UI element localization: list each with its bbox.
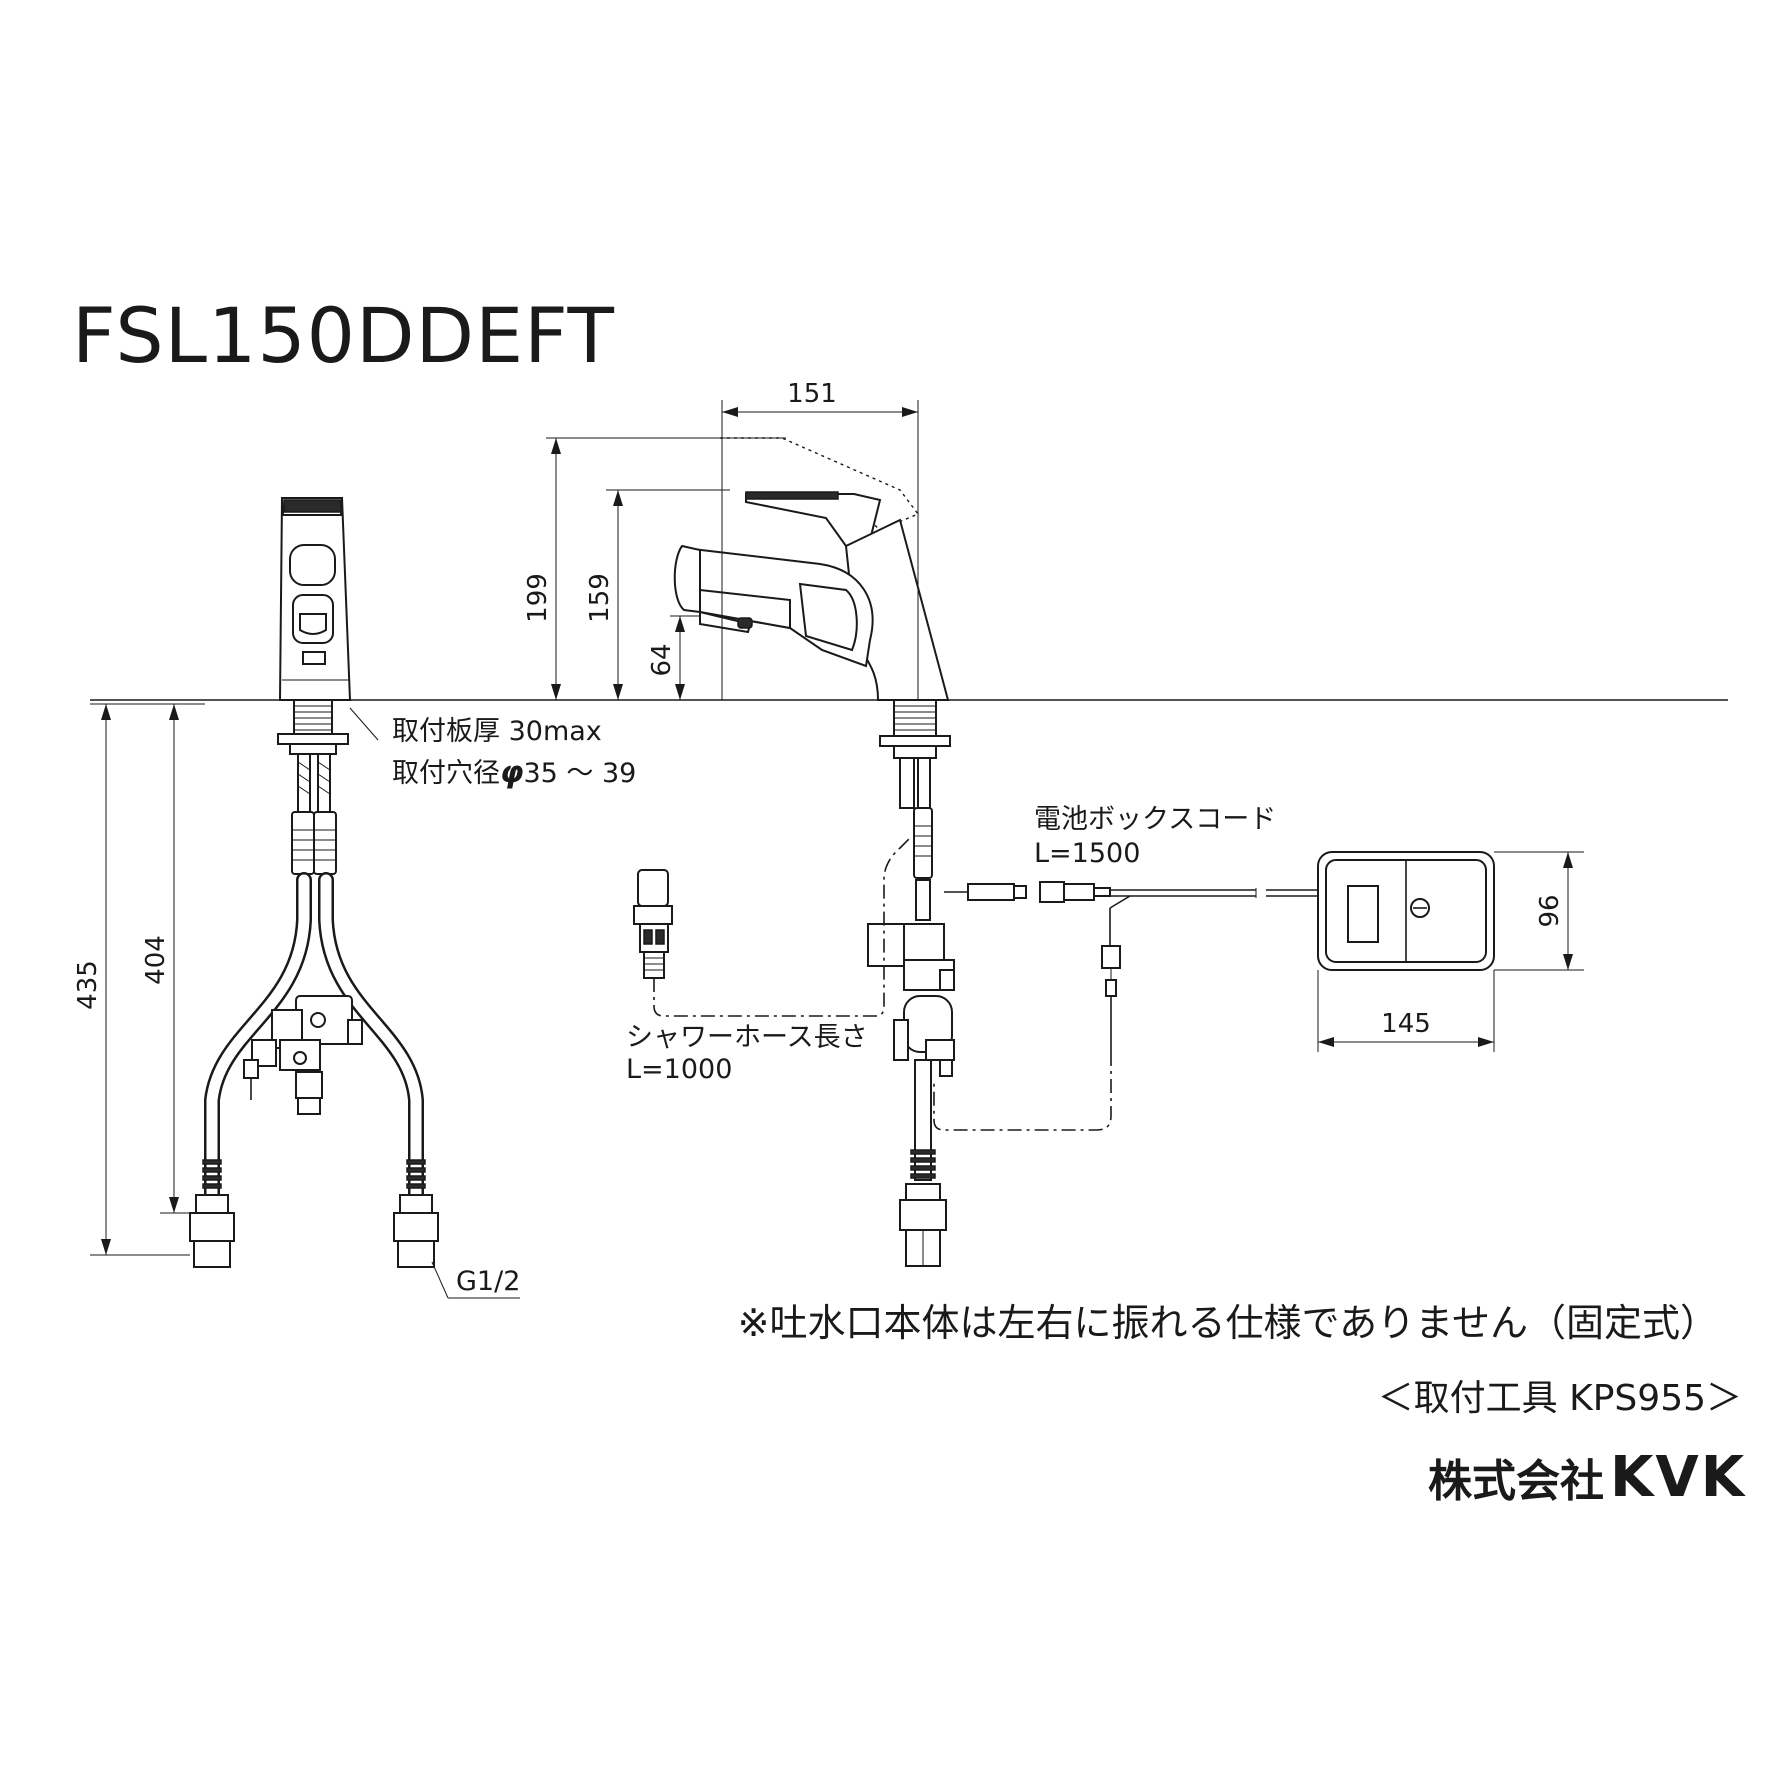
brand-logo: KVK — [1610, 1445, 1747, 1510]
spray-head — [673, 544, 701, 614]
mounting-leader-line — [349, 707, 379, 741]
mounting-tool-note: ＜取付工具 KPS955＞ — [1378, 1378, 1742, 1419]
svg-text:145: 145 — [1381, 1009, 1431, 1039]
plate-thickness-label: 取付板厚 30max — [392, 716, 602, 747]
thread-leader-line — [431, 1261, 449, 1299]
hose-quick-connector — [637, 869, 669, 907]
sensor-window — [289, 544, 336, 586]
side-view-faucet — [673, 437, 955, 1267]
hose-coupling-right — [313, 811, 337, 875]
maker-logo: 株式会社 KVK — [1428, 1445, 1747, 1510]
dimension-435: 435 — [73, 703, 205, 1256]
dimension-151: 151 — [721, 379, 919, 700]
inlet-nut-right — [393, 1212, 439, 1242]
dimension-159: 159 — [585, 489, 730, 700]
valve-unit-side — [867, 923, 905, 967]
threaded-shank-front — [293, 699, 333, 735]
inlet-nut-left — [189, 1212, 235, 1242]
cord-connector-male — [967, 883, 1015, 901]
dimension-145: 145 — [1317, 970, 1495, 1052]
svg-text:404: 404 — [141, 935, 171, 985]
shower-hose-label: シャワーホース長さ — [626, 1022, 868, 1053]
battery-cord — [933, 881, 1326, 1131]
hole-diameter-label: 取付穴径φ35 ～ 39 — [392, 755, 636, 790]
battery-box — [1317, 851, 1495, 971]
svg-text:151: 151 — [787, 379, 837, 409]
model-title: FSL150DDEFT — [72, 291, 615, 380]
shower-hose-length: L=1000 — [626, 1054, 732, 1085]
ground-lead-path — [933, 1052, 1112, 1131]
hose-coupling-left — [291, 811, 315, 875]
svg-text:435: 435 — [73, 960, 103, 1010]
solenoid-valve-unit — [243, 995, 363, 1115]
svg-text:96: 96 — [1535, 894, 1565, 927]
fixed-spout-note: ※吐水口本体は左右に振れる仕様でありません（固定式） — [738, 1301, 1718, 1345]
svg-text:199: 199 — [523, 573, 553, 623]
dimension-404: 404 — [141, 704, 196, 1214]
svg-text:64: 64 — [647, 643, 677, 676]
battery-cord-length: L=1500 — [1034, 838, 1140, 869]
shower-hose-detail — [633, 835, 913, 1017]
dimension-199: 199 — [523, 437, 786, 700]
thread-size-label: G1/2 — [456, 1266, 520, 1297]
company-name: 株式会社 — [1428, 1456, 1604, 1507]
battery-box-window — [1347, 885, 1379, 943]
dimension-96: 96 — [1494, 851, 1584, 971]
cord-connector-female — [1039, 881, 1065, 903]
front-view-faucet — [189, 497, 439, 1268]
dimension-64: 64 — [647, 615, 700, 700]
svg-text:159: 159 — [585, 573, 615, 623]
shower-hose-path — [653, 835, 913, 1017]
battery-cord-label: 電池ボックスコード — [1034, 804, 1276, 835]
